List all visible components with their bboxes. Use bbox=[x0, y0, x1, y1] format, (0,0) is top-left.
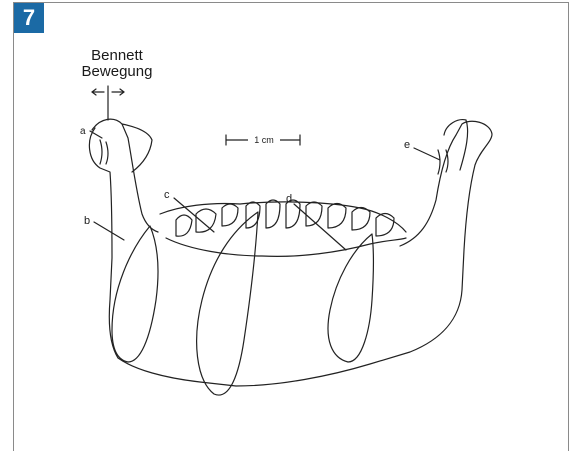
right-condyle-tracing bbox=[438, 150, 448, 174]
point-label-c: c bbox=[164, 189, 170, 201]
left-coronoid bbox=[122, 124, 152, 172]
teeth bbox=[176, 200, 394, 236]
left-condyle-tracing bbox=[100, 140, 108, 164]
point-label-e: e bbox=[404, 139, 410, 151]
point-label-a: a bbox=[80, 126, 86, 137]
point-label-d: d bbox=[286, 193, 292, 205]
point-label-b: b bbox=[84, 215, 90, 227]
leader-d bbox=[294, 204, 346, 250]
tracing-loop-left bbox=[112, 226, 158, 362]
mandible-outline bbox=[89, 121, 492, 386]
leader-c bbox=[174, 198, 214, 232]
left-ramus bbox=[92, 119, 158, 232]
leader-e bbox=[414, 148, 440, 160]
tracing-loop-right bbox=[328, 234, 373, 362]
leader-b bbox=[94, 222, 124, 240]
lower-arch bbox=[166, 238, 406, 256]
bennett-arrows bbox=[92, 86, 124, 120]
scale-label: 1 cm bbox=[254, 135, 274, 145]
tracing-loop-center bbox=[197, 212, 258, 395]
